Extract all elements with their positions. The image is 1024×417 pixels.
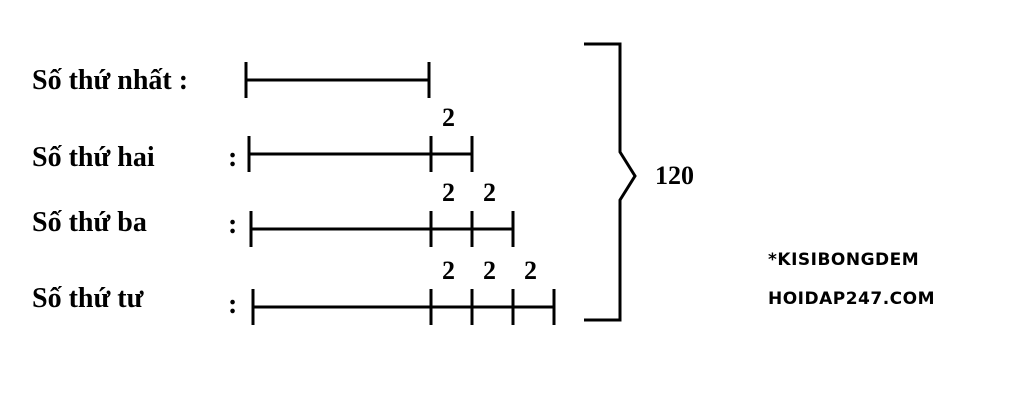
row-label-2: Số thứ hai bbox=[32, 142, 155, 173]
total-label: 120 bbox=[655, 161, 694, 190]
watermark-line-2: HOIDAP247.COM bbox=[768, 289, 935, 309]
row-colon-2: : bbox=[228, 142, 237, 173]
row-labels: Số thứ nhất : Số thứ hai : Số thứ ba : S… bbox=[32, 65, 237, 320]
row-label-1: Số thứ nhất : bbox=[32, 65, 188, 96]
brace bbox=[584, 42, 637, 322]
segment-label-4-1: 2 bbox=[442, 256, 455, 285]
row-label-4: Số thứ tư bbox=[32, 283, 145, 314]
segment-label-3-1: 2 bbox=[442, 178, 455, 207]
segment-label-4-2: 2 bbox=[483, 256, 496, 285]
row-colon-4: : bbox=[228, 289, 237, 320]
watermark-line-1: *KISIBONGDEM bbox=[768, 250, 919, 270]
segment-label-4-3: 2 bbox=[524, 256, 537, 285]
row-label-3: Số thứ ba bbox=[32, 207, 147, 238]
segment-bars bbox=[244, 62, 556, 325]
segment-label-2-1: 2 bbox=[442, 103, 455, 132]
row-colon-3: : bbox=[228, 209, 237, 240]
curly-brace bbox=[584, 42, 637, 322]
segment-label-3-2: 2 bbox=[483, 178, 496, 207]
